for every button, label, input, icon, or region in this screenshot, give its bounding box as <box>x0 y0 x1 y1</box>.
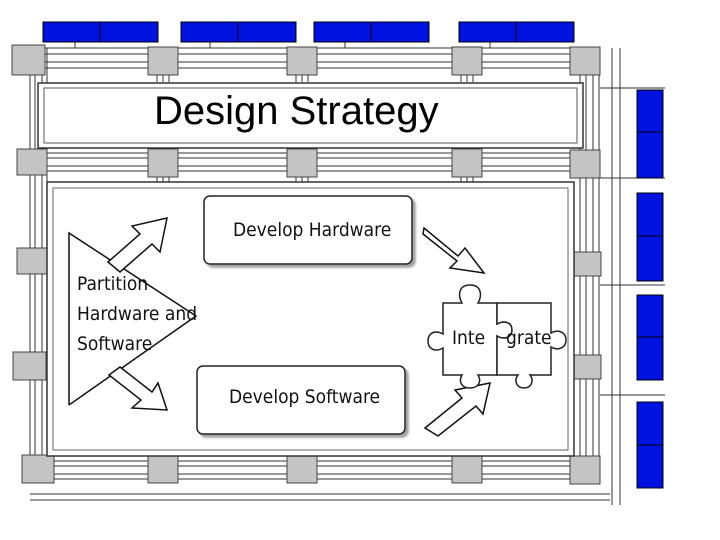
arrow-software-to-integrate <box>423 382 491 437</box>
arrow-to-hardware <box>106 217 168 273</box>
hollow-arrow-icon <box>106 217 491 437</box>
integrate-right-label: grate <box>506 327 552 349</box>
integrate-left-label: Inte <box>452 327 485 349</box>
partition-line-2: Hardware and <box>77 303 197 325</box>
arrow-hardware-to-integrate <box>422 226 486 275</box>
chip-row-top <box>42 21 575 43</box>
puzzle-right-piece <box>496 302 567 389</box>
develop-hardware-step: Develop Hardware <box>203 195 413 265</box>
develop-software-label: Develop Software <box>229 386 380 408</box>
page-title: Design Strategy <box>154 89 439 133</box>
develop-software-step: Develop Software <box>196 365 406 435</box>
puzzle-piece-icon <box>427 284 567 389</box>
chip-6 <box>636 192 664 282</box>
develop-hardware-label: Develop Hardware <box>233 219 391 241</box>
title-panel: Design Strategy <box>37 82 584 149</box>
chip-column-right <box>636 89 664 489</box>
partition-step: Partition Hardware and Software <box>68 231 203 407</box>
partition-line-3: Software <box>77 333 152 355</box>
svg-text:Partition Hardware and: Partition Hardware and Software <box>77 273 203 355</box>
arrow-to-software <box>107 366 169 411</box>
circuit-pad-icon <box>11 44 602 485</box>
partition-line-1: Partition <box>77 273 148 295</box>
chip-5 <box>636 89 664 179</box>
